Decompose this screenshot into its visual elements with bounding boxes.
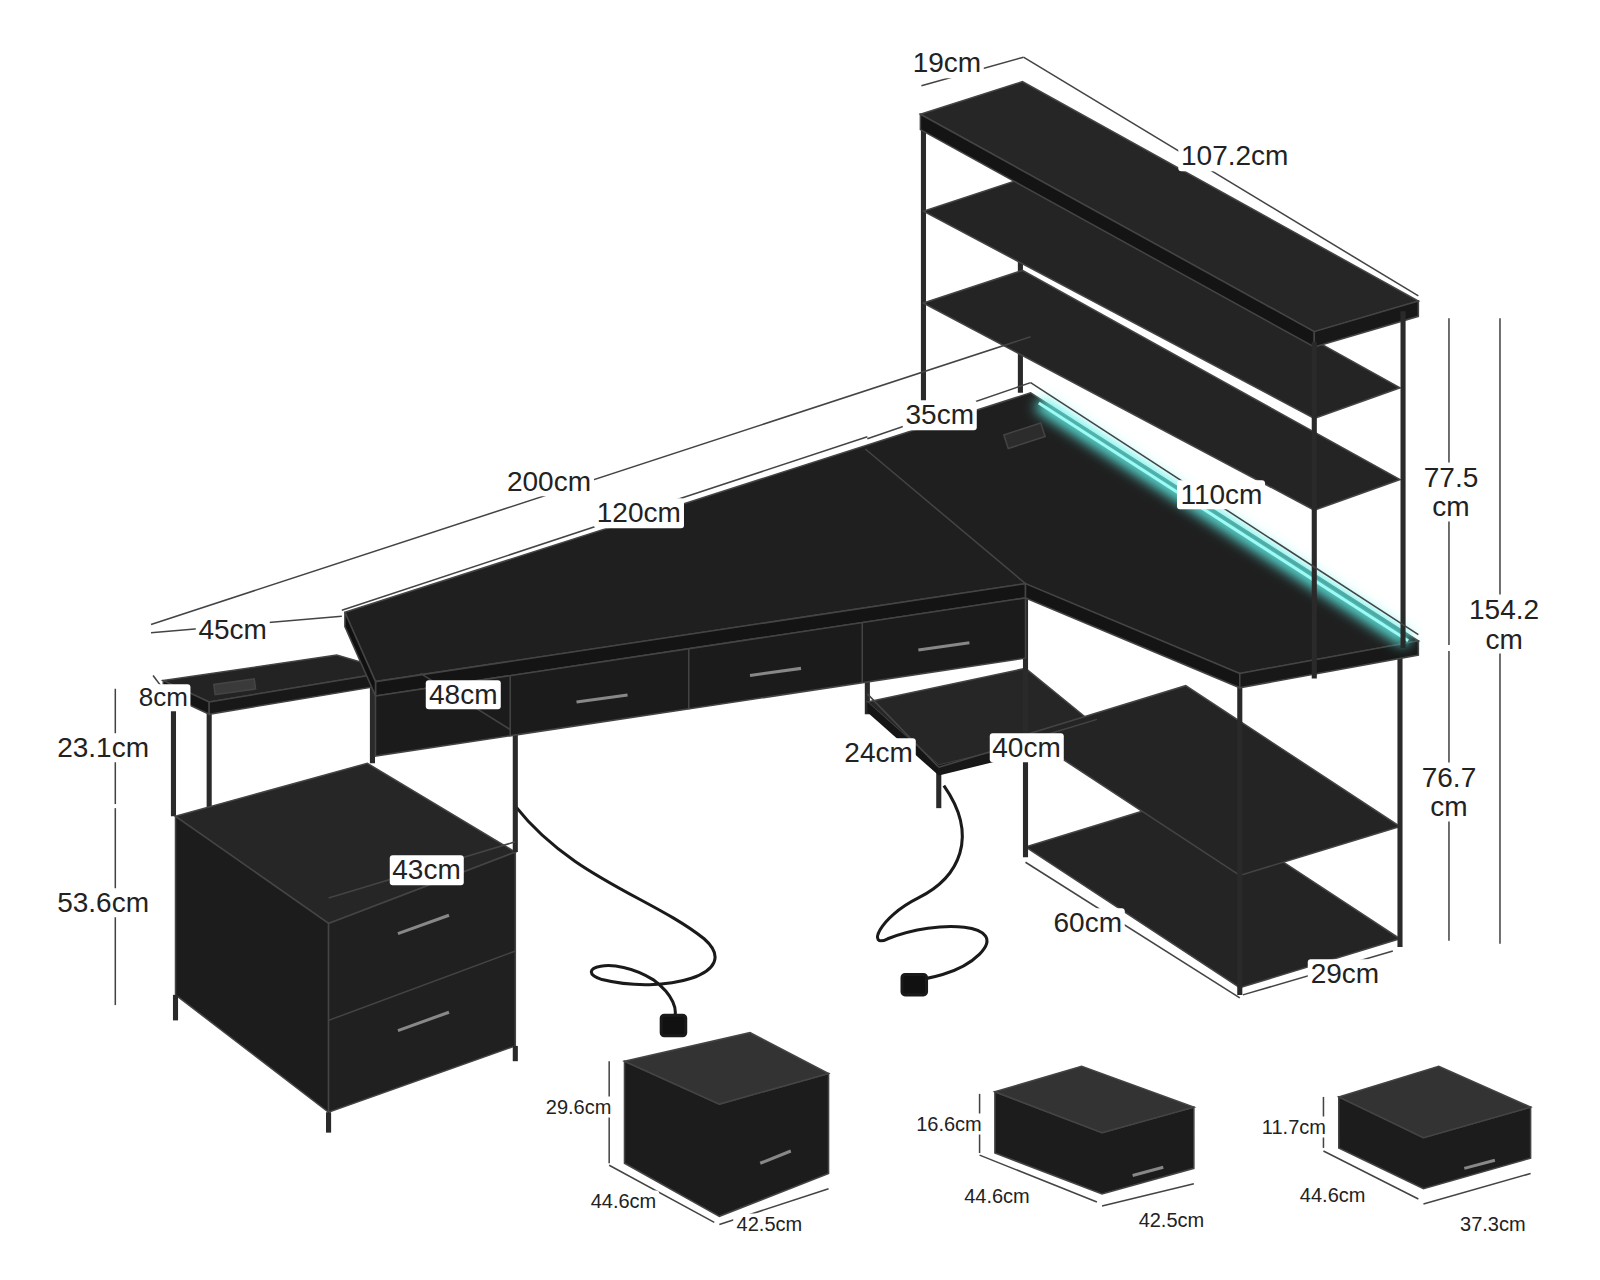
dimension-label: 60cm [1051, 909, 1125, 938]
dimension-label: 107.2cm [1178, 141, 1291, 170]
side-cabinet-part [329, 951, 516, 1020]
desk-drawers-part [918, 643, 969, 650]
desk-drawers-part [376, 598, 1026, 756]
desk-top-part [1240, 641, 1419, 688]
desk-top-part [1026, 584, 1240, 688]
dimension-label: 154.2 cm [1459, 595, 1549, 654]
side-cabinet-part [513, 1046, 518, 1061]
dimension-lines-part [867, 383, 1030, 439]
desk-top-part [345, 612, 376, 696]
dimension-label: 44.6cm [588, 1191, 660, 1212]
desk-legs-part [513, 735, 518, 852]
dimension-lines-part [1102, 1184, 1194, 1206]
dimension-label: 16.6cm [913, 1114, 985, 1135]
power-cord-part [515, 806, 715, 1020]
power-cord-part [878, 786, 987, 980]
dimension-lines-part [939, 719, 1097, 767]
power-cord-part [661, 1015, 685, 1035]
side-cabinet-part [398, 915, 449, 933]
dimension-lines-part [329, 842, 516, 898]
fabric-bins-part [624, 1033, 828, 1104]
dimension-label: 19cm [910, 49, 984, 78]
side-cabinet-part [176, 816, 329, 1112]
dimension-label: 76.7 cm [1410, 762, 1488, 821]
dimension-label: 48cm [426, 680, 500, 709]
fabric-bins-part [1133, 1167, 1164, 1175]
dimension-label: 44.6cm [1297, 1184, 1369, 1205]
dimension-label: 29cm [1308, 960, 1382, 989]
dimension-label: 53.6cm [54, 888, 152, 917]
fabric-bins-part [1339, 1066, 1531, 1137]
side-cabinet-part [326, 1112, 331, 1132]
fabric-bins-part [760, 1151, 791, 1163]
hutch-part [920, 82, 1418, 332]
side-cabinet-part [329, 852, 516, 1112]
desk-drawers-part [688, 649, 690, 709]
hutch-part [1400, 311, 1405, 648]
side-cabinet-part [209, 671, 393, 714]
dimension-label: 29.6cm [543, 1097, 615, 1118]
hutch-part [921, 122, 926, 428]
dimension-lines-part [151, 337, 1031, 625]
dimension-lines-part [1023, 57, 1418, 296]
dimension-label: 37.3cm [1457, 1214, 1529, 1235]
power-cord [515, 786, 987, 1036]
desk-illustration-part [115, 57, 1530, 1224]
side-cabinet-part [398, 1012, 449, 1030]
desk-drawers-part [509, 676, 511, 736]
desk-top-part [865, 449, 1025, 584]
dimension-lines-part [1026, 862, 1240, 998]
dimension-label: 43cm [389, 856, 463, 885]
dimension-label: 35cm [903, 401, 977, 430]
dimension-label: 40cm [989, 733, 1063, 762]
dimension-lines-part [420, 673, 510, 729]
fabric-bins-part [995, 1066, 1194, 1132]
desk-drawers-part [750, 668, 801, 675]
dimension-lines-part [1423, 1173, 1530, 1204]
dimension-label: 120cm [594, 499, 684, 528]
power-cord-part [902, 974, 926, 994]
hutch-part [1312, 342, 1317, 679]
dimension-lines-part [1031, 383, 1419, 635]
dimension-lines [115, 57, 1530, 1224]
hutch-part [920, 114, 1314, 347]
dimension-lines-part [342, 437, 868, 610]
shelf-tower-part [1237, 676, 1242, 995]
dimension-label: 8cm [136, 684, 191, 711]
dimension-label: 24cm [841, 738, 915, 767]
dimension-lines-part [1243, 951, 1393, 995]
side-cabinet-part [214, 679, 256, 695]
dimension-label: 11.7cm [1259, 1116, 1329, 1137]
fabric-bins-part [1464, 1160, 1495, 1168]
dimension-label: 23.1cm [54, 733, 152, 762]
dimension-label: 42.5cm [1136, 1210, 1208, 1231]
dimension-label: 44.6cm [961, 1185, 1033, 1206]
shelf-tower-part [1026, 686, 1400, 876]
dimension-label: 110cm [1177, 480, 1265, 509]
desk-top-part [1004, 423, 1045, 449]
desk-drawers-part [861, 622, 863, 682]
side-cabinet-part [173, 995, 178, 1021]
shelf-tower-part [1397, 645, 1402, 947]
hutch [920, 82, 1418, 907]
dimension-label: 200cm [504, 467, 594, 496]
desk-drawers-part [577, 695, 628, 702]
desk-drawers [376, 598, 1026, 756]
dimension-label: 45cm [195, 615, 269, 644]
fabric-bins [624, 1033, 1530, 1217]
dimension-label: 42.5cm [734, 1214, 806, 1235]
dimension-label: 77.5 cm [1412, 462, 1490, 521]
